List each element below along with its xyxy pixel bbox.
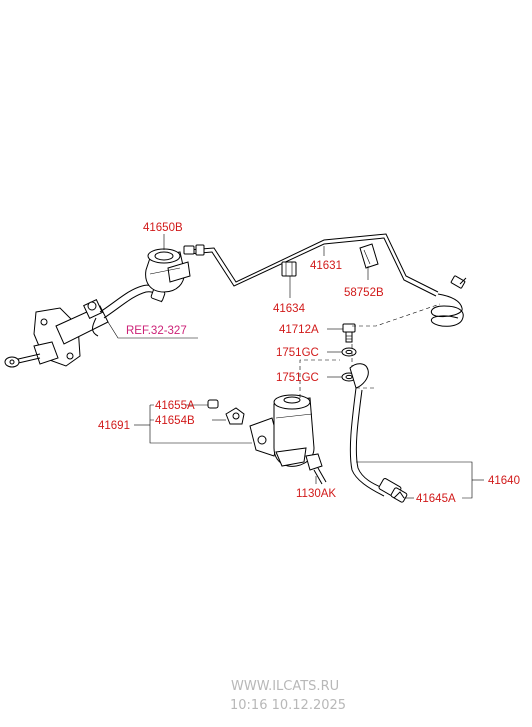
label-41640: 41640 bbox=[488, 475, 520, 487]
reservoir-41650b bbox=[145, 248, 191, 293]
label-41691: 41691 bbox=[98, 420, 130, 432]
label-ref-32-327[interactable]: REF.32-327 bbox=[126, 325, 187, 337]
label-41655a: 41655A bbox=[155, 400, 195, 412]
label-41645a: 41645A bbox=[416, 493, 456, 505]
label-41650b: 41650B bbox=[143, 222, 183, 234]
leader-lines bbox=[107, 234, 484, 499]
label-1751gc-upper: 1751GC bbox=[276, 347, 319, 359]
label-41712a: 41712A bbox=[279, 324, 319, 336]
label-1130ak: 1130AK bbox=[296, 488, 336, 500]
clip-41645a bbox=[393, 491, 405, 499]
clip-58752b bbox=[359, 243, 379, 269]
bolt-1130ak bbox=[305, 453, 327, 485]
watermark-timestamp: 10:16 10.12.2025 bbox=[230, 698, 346, 713]
watermark: WWW.ILCATS.RU 10:16 10.12.2025 bbox=[230, 679, 346, 713]
bleeder-screw-41654b bbox=[225, 407, 245, 425]
clutch-pipe-41631 bbox=[183, 233, 467, 327]
part-labels: 41650B 41631 41634 58752B REF.32-327 417… bbox=[98, 222, 520, 505]
washer-1751gc-upper bbox=[341, 347, 357, 357]
bleeder-cap-41655a bbox=[207, 399, 219, 409]
clutch-master-cylinder bbox=[4, 299, 109, 368]
clip-41634 bbox=[281, 261, 297, 277]
release-cylinder-41691 bbox=[249, 394, 315, 467]
label-41631: 41631 bbox=[310, 260, 342, 272]
label-1751gc-lower: 1751GC bbox=[276, 372, 319, 384]
label-58752b: 58752B bbox=[344, 287, 384, 299]
watermark-site: WWW.ILCATS.RU bbox=[231, 679, 339, 694]
clutch-hose-41640 bbox=[349, 363, 408, 503]
bolt-41712a bbox=[342, 323, 356, 343]
label-41654b: 41654B bbox=[155, 415, 195, 427]
label-41634: 41634 bbox=[273, 303, 306, 315]
